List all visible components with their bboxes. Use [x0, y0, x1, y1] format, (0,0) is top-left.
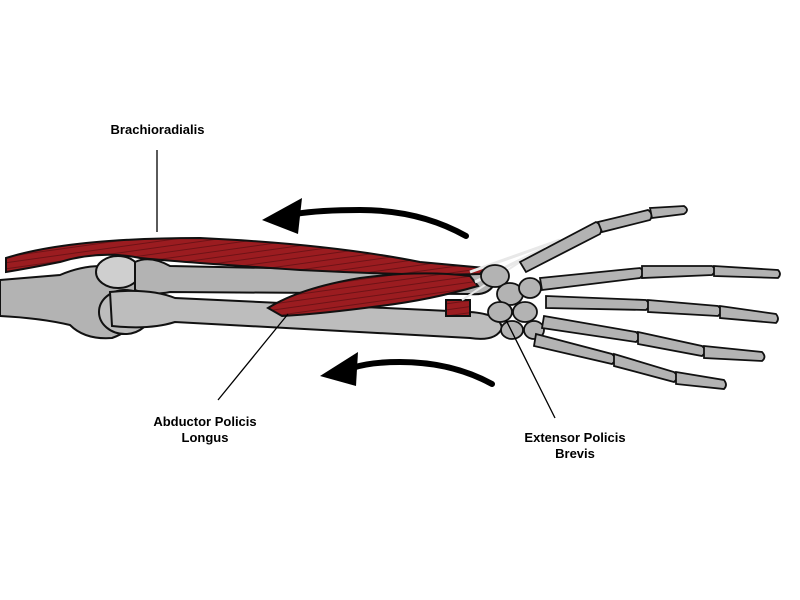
- extensor-label-line2: Brevis: [555, 446, 595, 461]
- extensor-leader-line: [505, 319, 556, 419]
- abductor-leader-line: [217, 313, 289, 401]
- extensor-pollicis-brevis-label: Extensor Policis Brevis: [510, 430, 640, 462]
- brachioradialis-label: Brachioradialis: [100, 122, 215, 138]
- abductor-label-line2: Longus: [181, 430, 229, 445]
- abductor-pollicis-longus-label: Abductor Policis Longus: [140, 414, 270, 446]
- finger-ring: [540, 314, 766, 362]
- arrow-left-icon: [320, 352, 495, 387]
- finger-index: [538, 265, 781, 291]
- extensor-pollicis-brevis-muscle: [445, 299, 471, 317]
- abductor-label-line1: Abductor Policis: [153, 414, 257, 429]
- finger-middle: [545, 295, 779, 324]
- thumb-bones: [518, 205, 688, 274]
- finger-little: [532, 332, 727, 390]
- arrow-left-icon: [262, 198, 469, 239]
- tendon-1: [469, 238, 561, 274]
- humerus-condyle: [95, 255, 141, 289]
- brachioradialis-muscle: [5, 236, 487, 276]
- brachioradialis-label-text: Brachioradialis: [110, 122, 205, 137]
- abductor-pollicis-longus-muscle: [266, 272, 480, 318]
- carpal-bones: [480, 264, 545, 340]
- extensor-label-line1: Extensor Policis: [524, 430, 626, 445]
